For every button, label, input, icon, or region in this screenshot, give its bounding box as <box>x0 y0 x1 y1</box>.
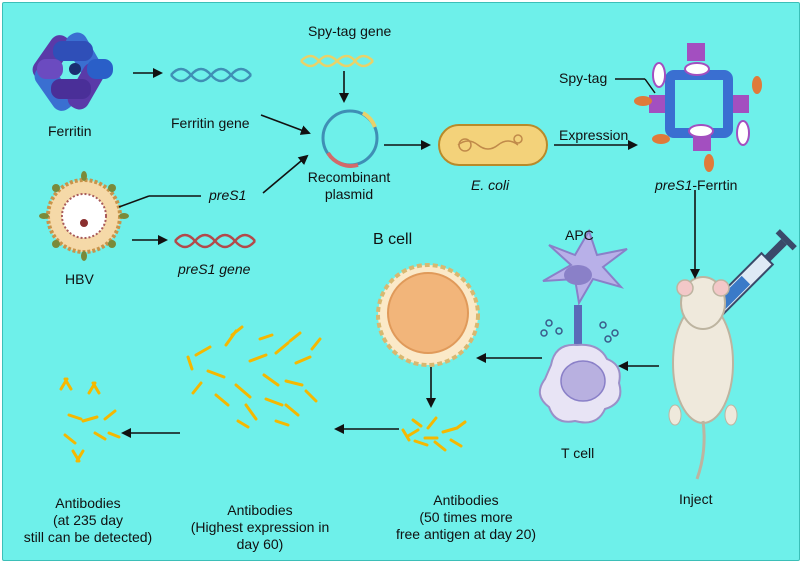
mouse-icon <box>668 276 738 480</box>
inject-label: Inject <box>679 491 713 507</box>
plasmid-icon <box>321 109 379 168</box>
pres1-gene-label: preS1 gene <box>178 261 251 277</box>
pres1-label: preS1 <box>209 187 247 203</box>
dna-icon <box>300 54 374 68</box>
recombinant-plasmid-label: Recombinant plasmid <box>307 169 391 202</box>
dna-icon <box>170 67 252 83</box>
ferritin-label: Ferritin <box>48 123 92 139</box>
apc-cell-icon <box>540 228 628 345</box>
antibodies-day60-label: Antibodies (Highest expression in day 60… <box>190 502 330 552</box>
virus-icon <box>39 171 129 261</box>
bacterium-icon <box>438 124 548 166</box>
ferritin-gene-label: Ferritin gene <box>171 115 250 131</box>
pres1-ferritin-rest: -Ferrtin <box>692 177 738 193</box>
expression-label: Expression <box>559 127 629 143</box>
t-cell-label: T cell <box>561 445 595 461</box>
syringe-icon <box>695 229 797 331</box>
pres1-ferritin-label: preS1-Ferrtin <box>655 177 737 193</box>
dna-icon <box>174 233 256 249</box>
antibodies-day20-label: Antibodies (50 times more free antigen a… <box>395 492 537 542</box>
antibodies-day235-label: Antibodies (at 235 day still can be dete… <box>23 495 153 545</box>
nanoparticle-icon <box>634 43 762 172</box>
b-cell-icon <box>376 263 480 367</box>
t-cell-icon <box>538 343 622 424</box>
spy-tag-gene-label: Spy-tag gene <box>308 23 392 39</box>
spy-tag-label: Spy-tag <box>559 70 608 86</box>
pres1-pointer <box>118 195 150 208</box>
spy-tag-pointer <box>644 78 656 94</box>
diagram-graphics <box>32 32 797 480</box>
flow-arrows <box>121 68 700 438</box>
apc-label: APC <box>565 227 594 243</box>
b-cell-label: B cell <box>373 231 413 248</box>
ferritin-protein-icon <box>32 32 113 111</box>
antibody-cluster-icon <box>59 325 467 463</box>
hbv-label: HBV <box>65 271 94 287</box>
pres1-ferritin-italic: preS1 <box>655 177 693 193</box>
e-coli-label: E. coli <box>471 177 510 193</box>
